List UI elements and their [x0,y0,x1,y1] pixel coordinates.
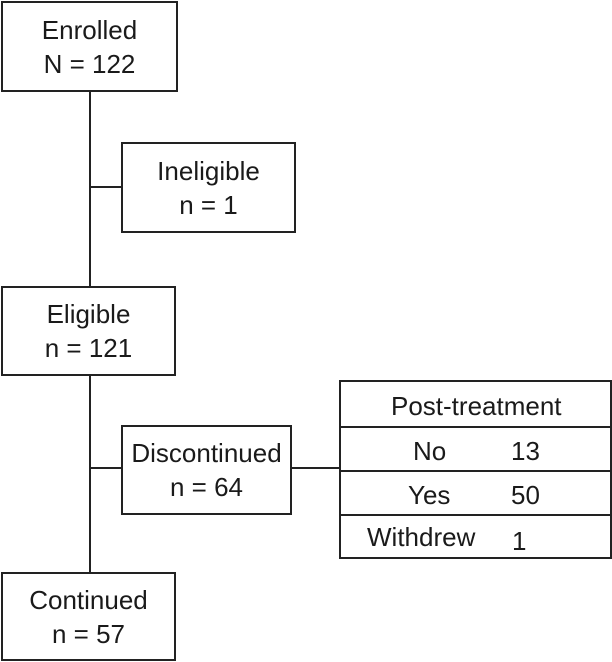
discontinued-label: Discontinued [131,438,282,468]
eligible-count: n = 121 [44,333,133,363]
ineligible-count: n = 1 [179,189,238,220]
ineligible-label: Ineligible [157,155,260,186]
ineligible-box: Ineligible n = 1 [121,142,296,233]
row-label-yes: Yes [408,480,451,510]
row-label-withdrew: Withdrew [367,522,476,552]
enrolled-count: N = 122 [43,48,136,79]
enrolled-box: Enrolled N = 122 [1,1,178,92]
row-value-no: 13 [511,436,540,466]
discontinued-box: Discontinued n = 64 [121,425,292,515]
row-value-withdrew: 1 [512,526,527,556]
post-treatment-title: Post-treatment [391,391,562,421]
connector-eligible-continued [89,376,91,572]
enrolled-label: Enrolled [41,14,138,45]
connector-enrolled-eligible [89,92,91,286]
connector-to-post-treatment [292,467,340,469]
eligible-label: Eligible [46,299,131,329]
connector-to-discontinued [89,467,121,469]
table-row: Withdrew 1 [341,514,610,561]
table-row: No 13 [341,426,610,472]
eligible-box: Eligible n = 121 [1,286,176,376]
row-label-no: No [413,436,447,466]
discontinued-count: n = 64 [169,472,243,502]
post-treatment-header: Post-treatment [341,382,610,426]
table-row: Yes 50 [341,470,610,516]
row-value-yes: 50 [511,480,540,510]
continued-label: Continued [29,584,148,615]
continued-count: n = 57 [51,618,125,649]
post-treatment-table: Post-treatment No 13 Yes 50 Withdrew 1 [339,380,612,559]
connector-to-ineligible [89,186,121,188]
continued-box: Continued n = 57 [1,572,176,661]
